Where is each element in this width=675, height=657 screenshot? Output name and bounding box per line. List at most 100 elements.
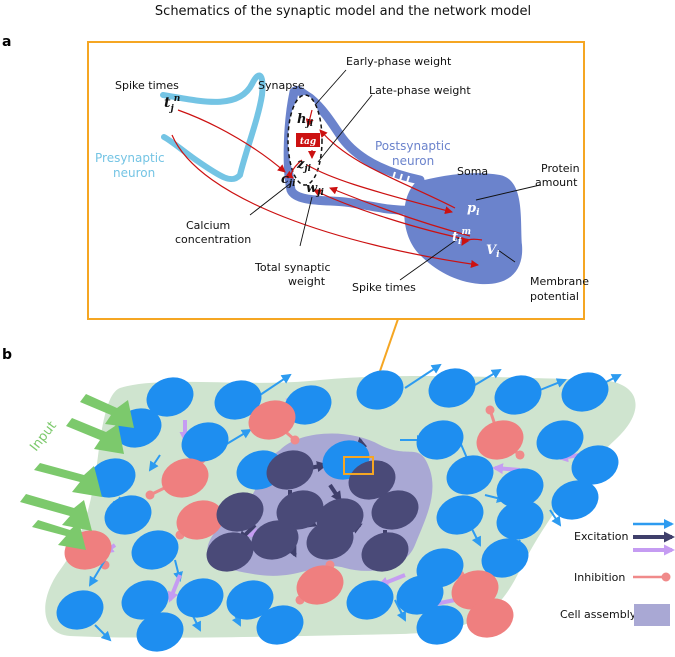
assembly-neuron — [216, 492, 264, 532]
panel-a-arrows — [171, 109, 483, 268]
excitatory-neuron — [496, 500, 544, 540]
assembly-neuron — [348, 460, 396, 500]
legend-excitation-label: Excitation — [574, 530, 629, 543]
inhibitory-neuron — [176, 500, 224, 540]
early-phase-weight-label: Early-phase weight — [346, 55, 452, 68]
assembly-neuron — [371, 490, 419, 530]
inhibitory-neuron — [248, 400, 296, 440]
figure-title: Schematics of the synaptic model and the… — [155, 4, 531, 19]
spike-times-post-label: Spike times — [352, 281, 416, 294]
excitatory-neuron — [396, 575, 444, 615]
symbol-w: wji — [306, 181, 324, 198]
excitatory-arrow — [224, 428, 252, 446]
excitatory-neuron — [146, 377, 194, 417]
spike-times-pre-label: Spike times — [115, 79, 179, 92]
panel-label-a: a — [2, 34, 11, 50]
feedback-arrow — [167, 574, 182, 603]
symbol-t-pre: tjn — [164, 94, 180, 114]
presynaptic-label-2: neuron — [113, 166, 155, 180]
excitatory-neuron — [88, 458, 136, 498]
late-phase-weight-label: Late-phase weight — [369, 84, 471, 97]
excitatory-arrow — [94, 624, 112, 642]
protein-amount-label-2: amount — [535, 176, 578, 189]
excitatory-neuron — [131, 530, 179, 570]
excitatory-neuron — [226, 580, 274, 620]
symbol-z: zji — [296, 157, 312, 174]
input-arrows — [20, 394, 134, 550]
panel-a-leaders — [249, 69, 541, 281]
assembly-neuron — [266, 450, 314, 490]
symbol-t-post: tim — [452, 227, 471, 247]
excitatory-neuron — [446, 455, 494, 495]
symbol-p: pi — [467, 201, 480, 218]
symbol-h: hji — [297, 112, 314, 129]
inhibitory-neuron — [296, 565, 344, 605]
dendrite-stripes — [387, 171, 410, 200]
assembly-arrow — [328, 483, 342, 503]
excitatory-neuron — [536, 420, 584, 460]
excitatory-arrow — [148, 454, 161, 472]
excitatory-arrow — [404, 363, 442, 389]
excitatory-arrow — [88, 559, 106, 587]
assembly-neuron — [276, 490, 324, 530]
excitatory-neuron — [571, 445, 619, 485]
excitatory-neuron — [561, 372, 609, 412]
total-weight-label-1: Total synaptic — [254, 261, 331, 274]
zoom-box — [87, 41, 585, 320]
excitatory-arrow — [394, 599, 406, 622]
excitatory-neuron — [551, 480, 599, 520]
presynaptic-axon-shape — [160, 72, 266, 182]
assembly-neuron — [361, 532, 409, 572]
excitatory-neuron — [121, 580, 169, 620]
membrane-label-1: Membrane — [530, 275, 589, 288]
excitatory-arrow — [259, 373, 292, 396]
excitatory-neuron — [256, 605, 304, 645]
postsynaptic-label-2: neuron — [392, 154, 434, 168]
assembly-neuron — [206, 532, 254, 572]
calcium-label-2: concentration — [175, 233, 251, 246]
total-weight-label-2: weight — [288, 275, 326, 288]
panel-label-b: b — [2, 347, 12, 363]
postsynaptic-spine-outer — [289, 85, 425, 185]
membrane-label-2: potential — [530, 290, 579, 303]
network-neurons — [56, 368, 619, 652]
excitatory-arrow — [549, 509, 562, 527]
legend-assembly-label: Cell assembly — [560, 608, 637, 621]
presynaptic-label-1: Presynaptic — [95, 151, 165, 165]
inhibitory-neuron — [466, 598, 514, 638]
excitatory-neuron — [428, 368, 476, 408]
tag-box — [296, 133, 320, 147]
synapse-label: Synapse — [258, 79, 305, 92]
symbol-c: cji — [281, 172, 296, 189]
input-label: Input — [27, 419, 60, 455]
excitatory-arrow — [474, 368, 502, 386]
excitatory-neuron — [176, 578, 224, 618]
excitatory-neuron — [214, 380, 262, 420]
legend-inhibition-label: Inhibition — [574, 571, 625, 584]
symbol-v: Vi — [486, 243, 500, 260]
excitatory-neuron — [481, 538, 529, 578]
inhibitory-neuron — [161, 458, 209, 498]
excitatory-neuron — [136, 612, 184, 652]
excitatory-neuron — [436, 495, 484, 535]
zoom-marker — [343, 456, 374, 475]
inhibitory-neuron — [476, 420, 524, 460]
soma-label: Soma — [457, 165, 488, 178]
excitatory-neuron — [104, 495, 152, 535]
excitatory-arrow — [539, 378, 567, 391]
calcium-label-1: Calcium — [186, 219, 230, 232]
excitatory-neuron — [181, 422, 229, 462]
tag-symbol: tag — [300, 137, 316, 147]
assembly-neuron — [306, 520, 354, 560]
excitatory-neuron — [356, 370, 404, 410]
assembly-neuron — [251, 520, 299, 560]
excitatory-neuron — [346, 580, 394, 620]
excitatory-neuron — [494, 375, 542, 415]
legend: Excitation Inhibition Cell assembly — [560, 519, 675, 626]
postsynaptic-label-1: Postsynaptic — [375, 139, 451, 153]
excitatory-neuron — [56, 590, 104, 630]
excitatory-neuron — [496, 468, 544, 508]
protein-amount-label-1: Protein — [541, 162, 580, 175]
excitatory-neuron — [416, 420, 464, 460]
